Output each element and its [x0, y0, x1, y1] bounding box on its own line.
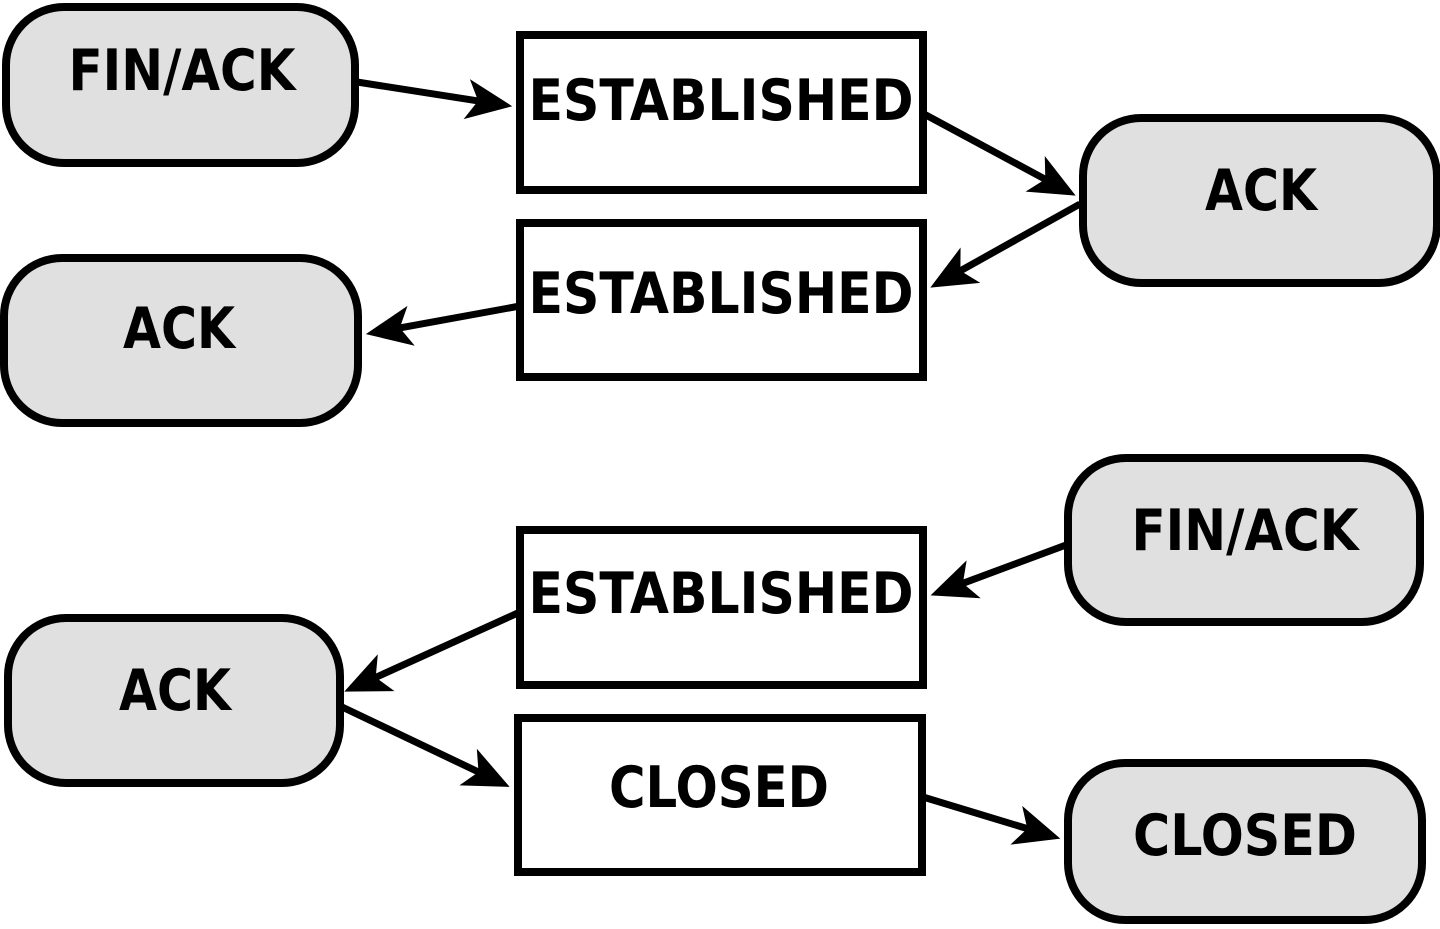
state-box-established-1-label: ESTABLISHED [529, 68, 914, 134]
state-box-established-3 [516, 526, 927, 689]
event-pill-ack-left-label: ACK [123, 296, 237, 362]
arrow-established-3-to-ack-bottom [344, 608, 522, 692]
state-box-closed [514, 714, 926, 876]
arrow-established-2-to-ack-left [365, 302, 521, 346]
event-pill-ack-right-label: ACK [1205, 158, 1319, 224]
event-pill-ack-left [0, 254, 362, 427]
state-box-closed-label: CLOSED [609, 755, 829, 821]
state-box-established-3-label: ESTABLISHED [529, 561, 914, 627]
arrow-closed-box-to-closed-pill [921, 793, 1061, 845]
event-pill-ack-bottom-label: ACK [119, 658, 233, 724]
event-pill-closed [1064, 759, 1426, 924]
event-pill-ack-right [1079, 114, 1440, 287]
arrow-finack-top-to-established-1 [356, 78, 513, 120]
event-pill-closed-label: CLOSED [1133, 803, 1357, 869]
arrow-ack-right-to-established-2 [930, 200, 1082, 288]
state-box-established-1 [516, 31, 927, 194]
event-pill-finack-top-label: FIN/ACK [69, 38, 298, 104]
event-pill-ack-bottom [4, 614, 344, 787]
state-box-established-2 [516, 219, 927, 381]
event-pill-finack-bottom [1064, 454, 1424, 626]
arrow-ack-bottom-to-closed-box [338, 702, 510, 787]
arrow-finack-bottom-to-established-3 [930, 541, 1068, 599]
arrow-established-1-to-ack-right [922, 110, 1076, 196]
event-pill-finack-bottom-label: FIN/ACK [1132, 498, 1361, 564]
event-pill-finack-top [2, 3, 359, 167]
state-box-established-2-label: ESTABLISHED [529, 261, 914, 327]
